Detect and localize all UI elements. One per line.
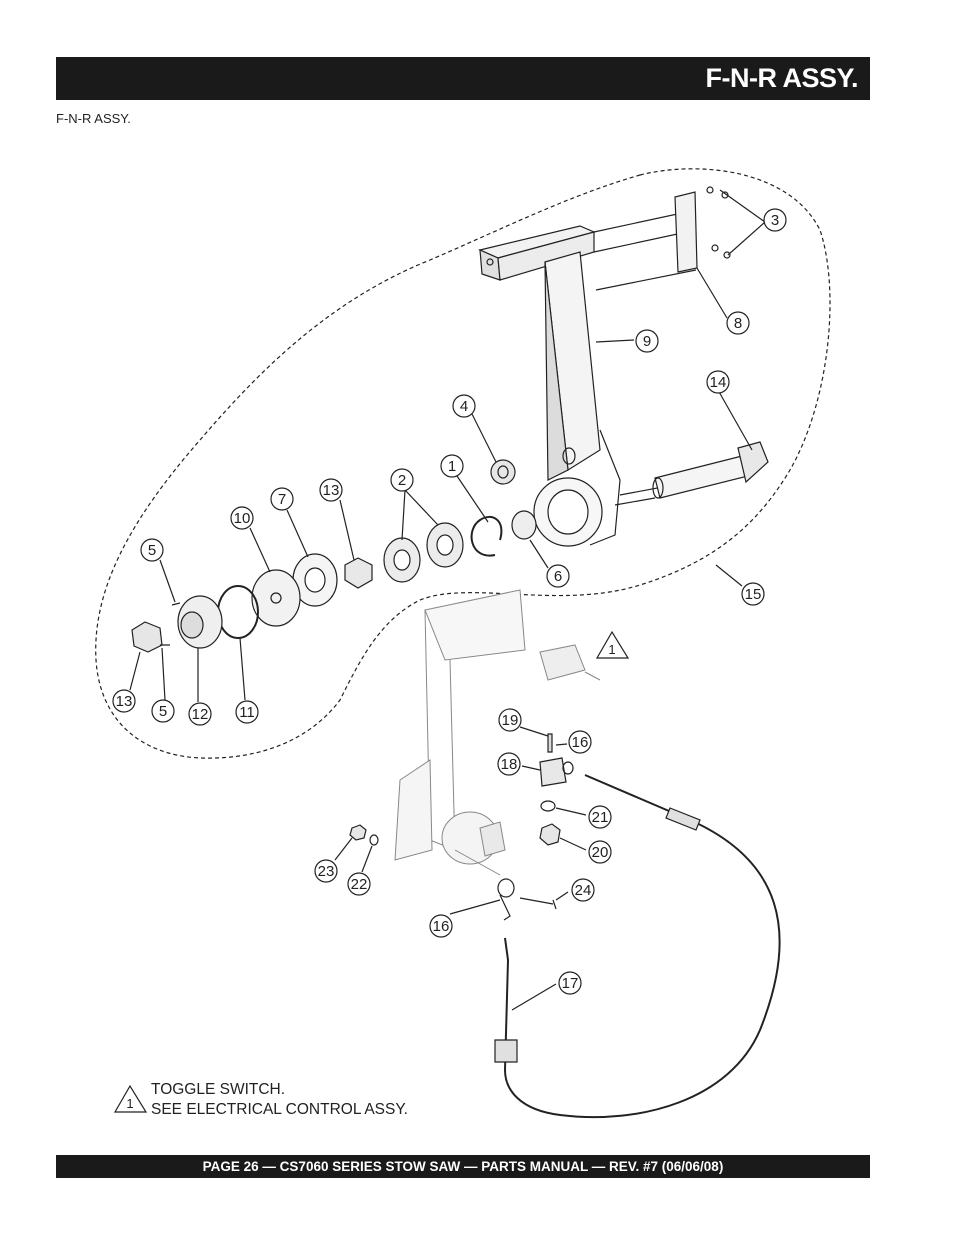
- callout-14: 14: [710, 374, 727, 391]
- callout-22: 22: [351, 876, 368, 893]
- callout-20: 20: [592, 844, 609, 861]
- callout-9: 9: [643, 333, 651, 350]
- callout-19: 19: [502, 712, 519, 729]
- callout-1: 1: [448, 458, 456, 475]
- snap-ring-part-1: [470, 515, 503, 557]
- nut-part-23: [349, 824, 367, 841]
- callout-7: 7: [278, 491, 286, 508]
- screws-part-3: [706, 186, 731, 259]
- washer-part-22: [369, 834, 379, 846]
- callout-24: 24: [575, 882, 592, 899]
- note-line-2: SEE ELECTRICAL CONTROL ASSY.: [151, 1101, 408, 1118]
- footer-text: PAGE 26 — CS7060 SERIES STOW SAW — PARTS…: [202, 1159, 724, 1174]
- callout-11: 11: [239, 704, 255, 721]
- bushing-part-4: [490, 459, 516, 485]
- section-subtitle: F-N-R ASSY.: [56, 111, 131, 126]
- page-footer-bar: PAGE 26 — CS7060 SERIES STOW SAW — PARTS…: [56, 1155, 870, 1178]
- rod-end-part-16: [497, 878, 515, 898]
- callout-2: 2: [398, 472, 406, 489]
- washer-part-21: [540, 800, 556, 812]
- callout-17: 17: [562, 975, 579, 992]
- callout-16-lower: 16: [433, 918, 450, 935]
- callout-8: 8: [734, 315, 742, 332]
- control-cable-part-17: [503, 774, 781, 1119]
- mounting-plate-part-8: [674, 191, 698, 273]
- callout-21: 21: [592, 809, 609, 826]
- nut-part-13-lower: [131, 621, 163, 653]
- callout-5-upper: 5: [148, 542, 156, 559]
- arm-bracket-part-9: [478, 209, 701, 547]
- ghosted-frame: [394, 589, 601, 876]
- bolt-part-24: [519, 897, 557, 910]
- screw-part-19: [547, 733, 553, 753]
- callout-13-lower: 13: [116, 693, 133, 710]
- note-triangle-symbol: [595, 630, 630, 659]
- callout-10: 10: [234, 510, 251, 527]
- callout-13-upper: 13: [323, 482, 340, 499]
- fitting-part-16-upper: [562, 761, 574, 775]
- callout-18: 18: [501, 756, 518, 773]
- note-line-1: TOGGLE SWITCH.: [151, 1081, 286, 1098]
- callout-16-upper: 16: [572, 734, 589, 751]
- shoulder-bolt-part-14: [652, 441, 769, 499]
- ring-part-11: [217, 585, 259, 639]
- callout-4: 4: [460, 398, 468, 415]
- callout-23: 23: [318, 863, 335, 880]
- nut-part-13-upper: [344, 557, 373, 589]
- legend-triangle-number: 1: [126, 1096, 133, 1111]
- callout-12: 12: [192, 706, 209, 723]
- note-triangle-symbol-legend: [113, 1084, 148, 1113]
- nut-part-20: [539, 823, 561, 846]
- clevis-part-18: [539, 757, 567, 787]
- triangle-note-number: 1: [608, 642, 615, 657]
- spacer-part-6: [511, 510, 537, 540]
- plate-part-10: [251, 569, 301, 627]
- bearings-part-2: [383, 522, 464, 583]
- screw-part-5: [160, 602, 181, 646]
- callout-15: 15: [745, 586, 762, 603]
- callout-5-lower: 5: [159, 703, 167, 720]
- page-title: F-N-R ASSY.: [705, 63, 858, 93]
- toggle-switch-note: TOGGLE SWITCH. SEE ELECTRICAL CONTROL AS…: [151, 1080, 408, 1120]
- callout-3: 3: [771, 212, 779, 229]
- page-header-bar: F-N-R ASSY.: [56, 57, 870, 100]
- callout-6: 6: [554, 568, 562, 585]
